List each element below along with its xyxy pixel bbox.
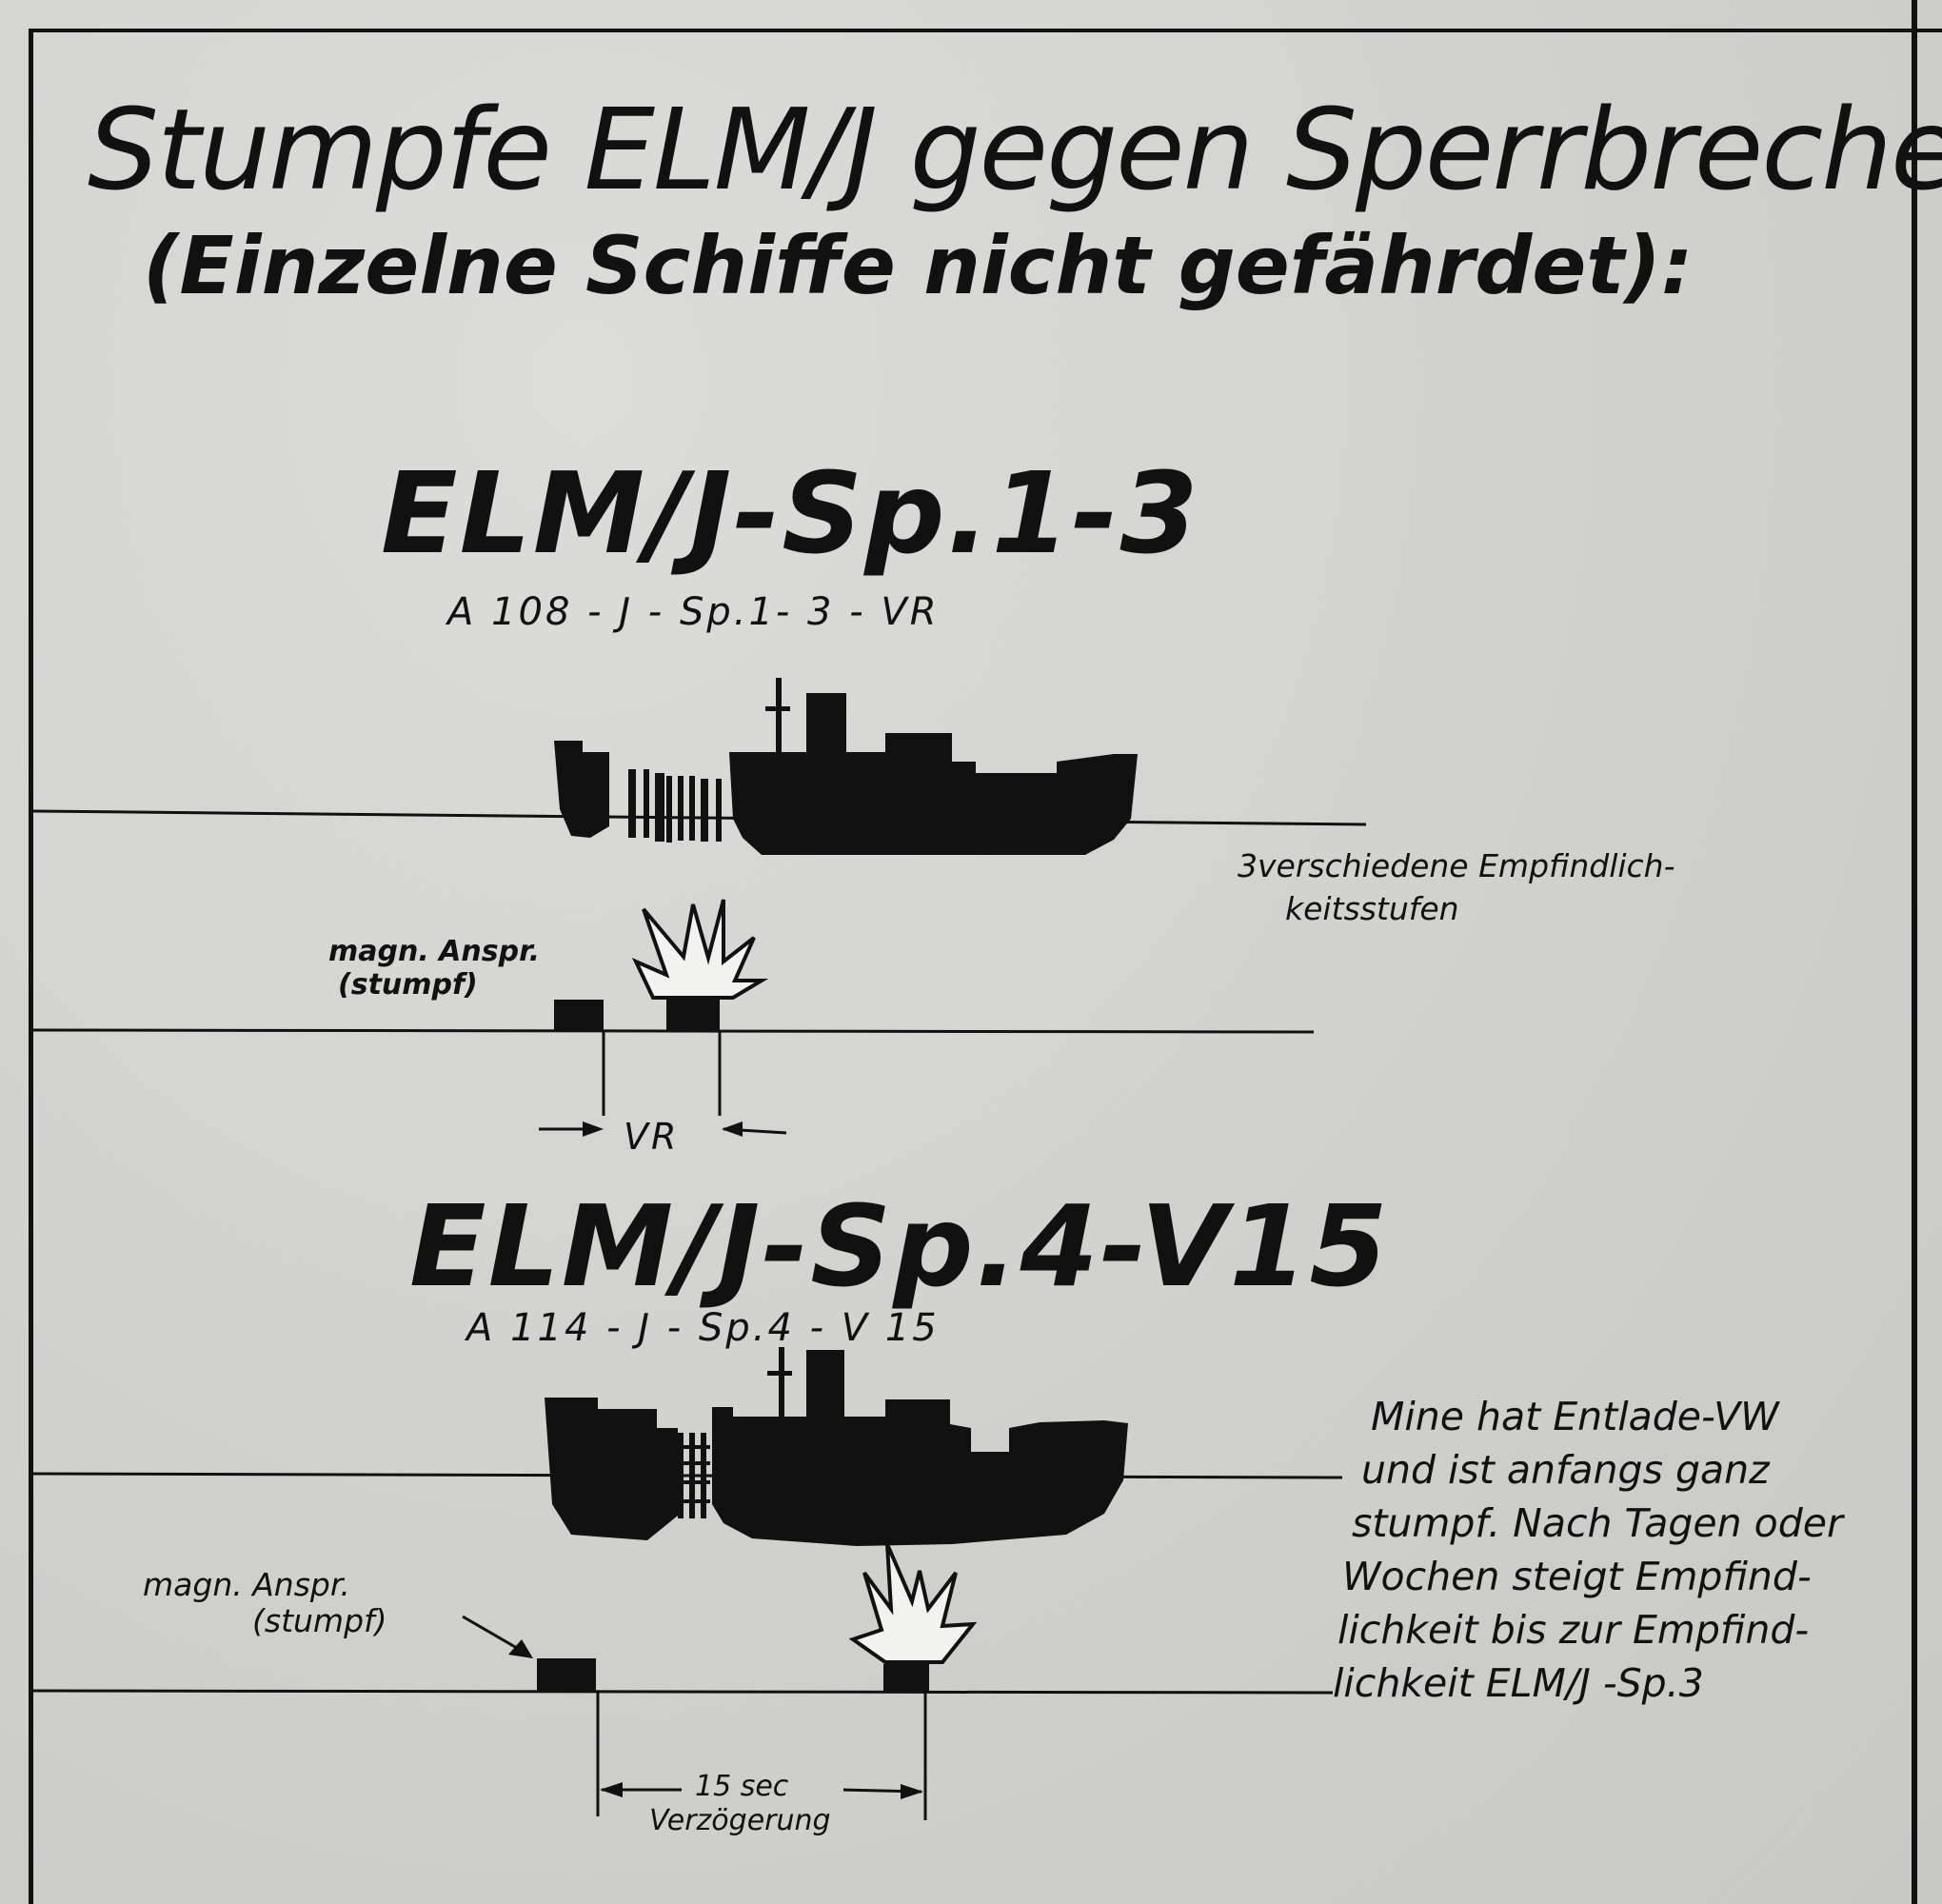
diagram-title: Stumpfe ELM/J gegen Sperrbrecher xyxy=(88,84,1942,215)
section2-explosion-icon xyxy=(848,1543,978,1664)
section1-ship-icon xyxy=(554,678,1138,855)
frame-top-border xyxy=(29,29,1942,32)
frame-right-border xyxy=(1912,0,1917,1904)
section1-response-label-line1: magn. Anspr. xyxy=(328,935,540,968)
section2-timeline xyxy=(32,1689,1334,1695)
section2-ship-icon xyxy=(545,1347,1128,1546)
section1-explosion-icon xyxy=(631,899,769,1000)
section2-note-line: und ist anfangs ganz xyxy=(1361,1447,1770,1493)
section2-note-line: lichkeit bis zur Empfind- xyxy=(1338,1607,1810,1653)
section2-response-label-line1: magn. Anspr. xyxy=(143,1566,350,1603)
frame-left-border xyxy=(29,29,33,1904)
section1-detonation-marker xyxy=(666,1000,720,1030)
section2-heading: ELM/J-Sp.4-V15 xyxy=(409,1180,1390,1312)
diagram-subtitle: (Einzelne Schiffe nicht gefährdet): xyxy=(143,219,1694,312)
section2-note: Mine hat Entlade-VW und ist anfangs ganz… xyxy=(1333,1390,1843,1710)
section2-note-line: Wochen steigt Empfind- xyxy=(1342,1554,1812,1599)
section2-response-marker xyxy=(537,1658,596,1691)
section2-note-line: Mine hat Entlade-VW xyxy=(1371,1394,1779,1439)
section2-delay-label-line2: Verzögerung xyxy=(649,1804,831,1837)
section1-response-label-line2: (stumpf) xyxy=(338,968,478,1002)
section2-response-label-line2: (stumpf) xyxy=(252,1602,387,1639)
section2-delay-label-line1: 15 sec xyxy=(695,1770,789,1803)
section1-heading: ELM/J-Sp.1-3 xyxy=(381,447,1200,579)
section2-note-line: lichkeit ELM/J -Sp.3 xyxy=(1333,1660,1704,1706)
section2-code: A 114 - J - Sp.4 - V 15 xyxy=(466,1306,940,1350)
section1-note-line2: keitsstufen xyxy=(1285,890,1459,927)
section1-response-marker xyxy=(554,1000,604,1030)
section1-note-line1: 3verschiedene Empfindlich- xyxy=(1238,847,1675,884)
section1-interval-label: VR xyxy=(624,1116,680,1158)
section2-waterline xyxy=(32,1472,1343,1479)
section1-waterline xyxy=(32,809,1367,826)
section2-detonation-marker xyxy=(883,1664,929,1691)
section1-timeline xyxy=(32,1028,1315,1034)
section1-code: A 108 - J - Sp.1- 3 - VR xyxy=(447,590,940,634)
section2-note-line: stumpf. Nach Tagen oder xyxy=(1352,1500,1843,1546)
